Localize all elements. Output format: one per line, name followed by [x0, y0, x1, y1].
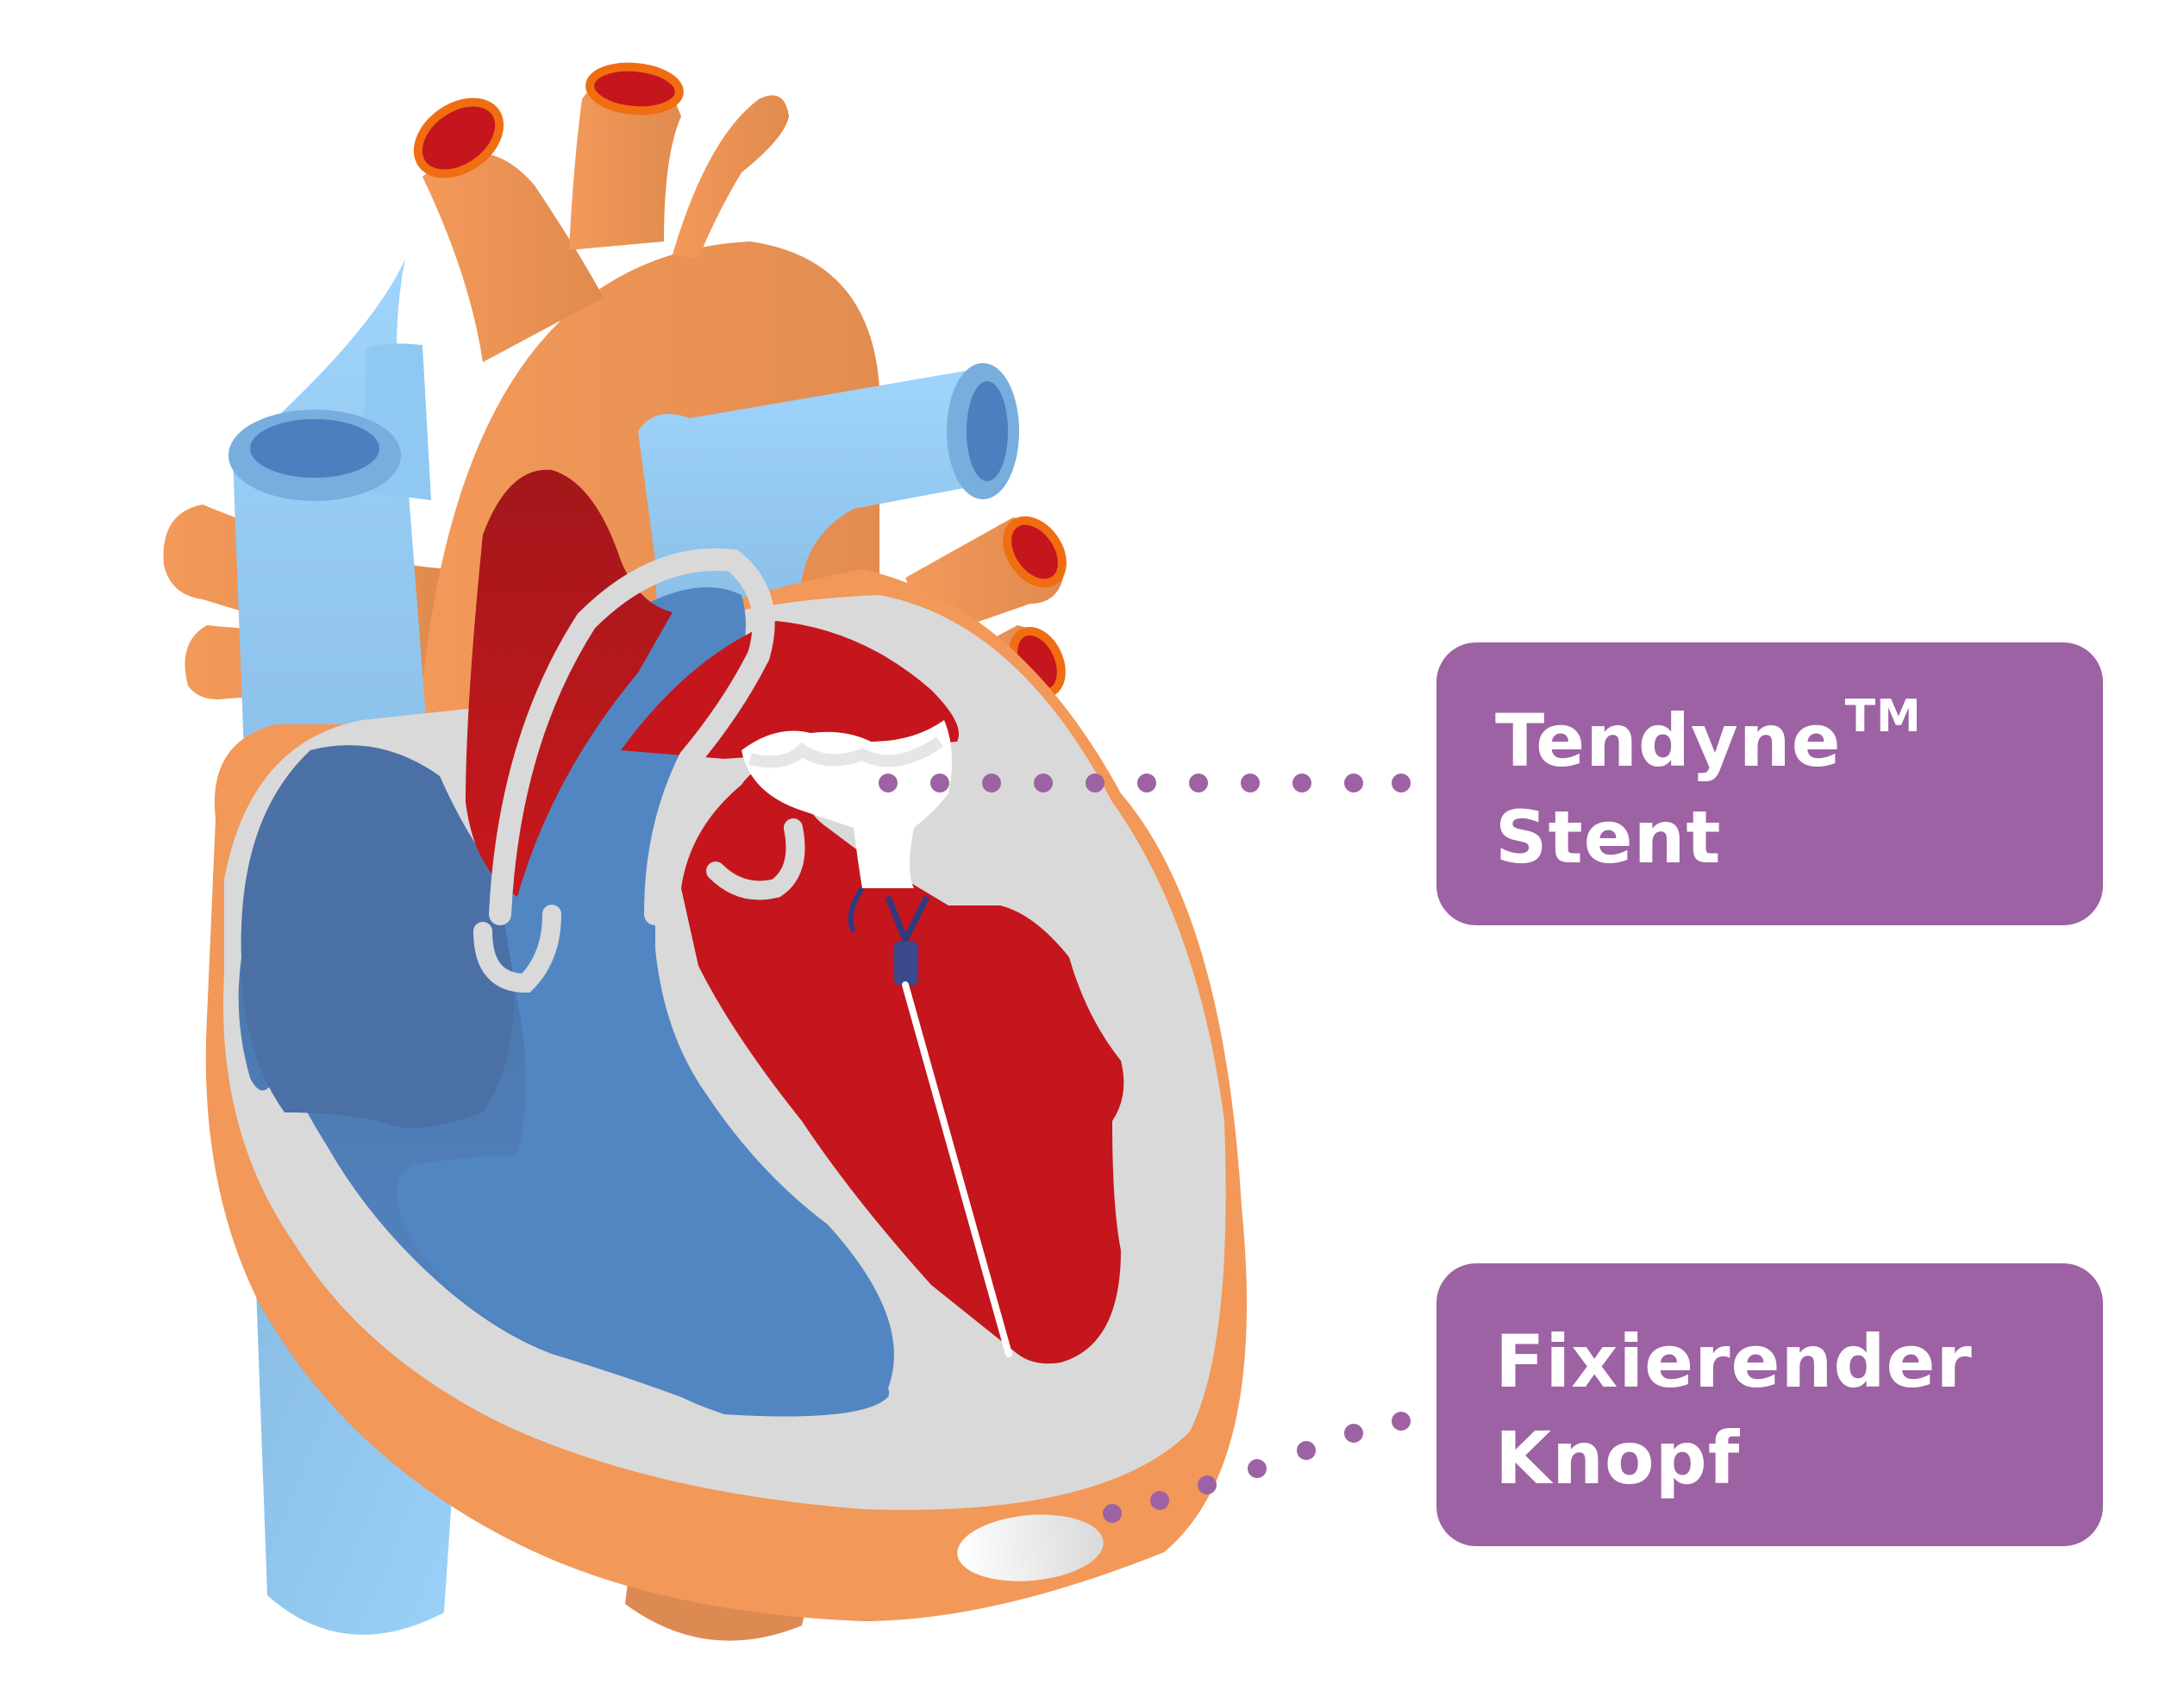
- right-ventricle-blue: [397, 587, 894, 1416]
- left-carotid-artery: [569, 70, 681, 250]
- tether-connector: [894, 942, 918, 985]
- label-knopf-line1: Fixierender: [1495, 1319, 1973, 1404]
- stent-leader-dots: [879, 774, 1411, 792]
- septum-wall: [489, 548, 775, 925]
- left-ventricle: [681, 765, 1124, 1364]
- stent-tether-top: [885, 895, 930, 948]
- vessel-opening-1: [413, 97, 504, 179]
- label-fixierender-knopf: Fixierender Knopf: [1436, 1263, 2103, 1546]
- tricuspid-valve-line: [706, 818, 805, 900]
- trademark-symbol: TM: [1844, 691, 1922, 742]
- mitral-valve-line: [473, 905, 561, 993]
- tether-line: [902, 981, 1012, 1357]
- knopf-leader-dots: [1103, 1412, 1411, 1523]
- label-tendyne-stent: TendyneTM Stent: [1436, 642, 2103, 925]
- label-stent-line1: TendyneTM: [1495, 691, 1922, 783]
- label-knopf-line2: Knopf: [1495, 1416, 1741, 1500]
- right-atrium: [241, 745, 514, 1128]
- vessel-opening-2: [585, 62, 684, 116]
- vessel-opening-right-upper: [1003, 516, 1067, 588]
- anchor-pad-icon: [957, 1514, 1104, 1582]
- brachiocephalic-trunk: [422, 153, 604, 362]
- stent-leaflet-left: [848, 886, 865, 933]
- left-subclavian-artery: [673, 95, 789, 259]
- label-stent-line2: Stent: [1495, 795, 1722, 880]
